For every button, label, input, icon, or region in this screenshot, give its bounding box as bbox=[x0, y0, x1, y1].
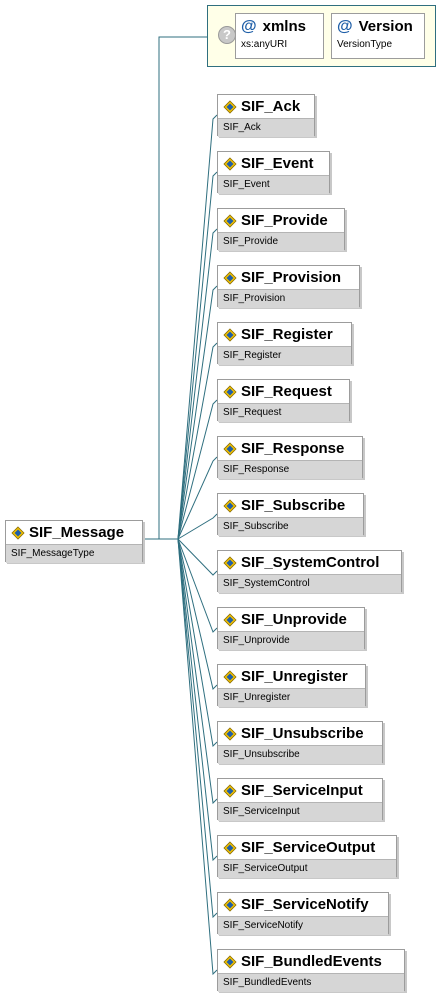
element-type: SIF_Event bbox=[218, 175, 329, 194]
element-name: SIF_Unregister bbox=[241, 668, 348, 685]
element-node[interactable]: SIF_Request SIF_Request bbox=[217, 379, 350, 422]
attribute-type: VersionType bbox=[337, 39, 393, 50]
child-connector bbox=[177, 538, 218, 748]
child-connector bbox=[177, 538, 218, 862]
child-connector bbox=[177, 171, 218, 540]
child-connector bbox=[177, 538, 218, 690]
element-name: SIF_Message bbox=[29, 524, 125, 541]
element-type: SIF_Unprovide bbox=[218, 631, 364, 650]
attribute-name: Version bbox=[358, 18, 413, 35]
element-name: SIF_Unsubscribe bbox=[241, 725, 364, 742]
attribute-connector bbox=[143, 36, 207, 540]
element-name: SIF_Ack bbox=[241, 98, 301, 115]
element-name: SIF_Subscribe bbox=[241, 497, 346, 514]
element-type: SIF_ServiceOutput bbox=[218, 859, 396, 878]
at-sign-icon: @ bbox=[241, 17, 257, 35]
element-icon bbox=[223, 897, 237, 912]
element-node[interactable]: SIF_Unregister SIF_Unregister bbox=[217, 664, 366, 707]
child-connector bbox=[177, 513, 218, 540]
element-icon bbox=[223, 327, 237, 342]
element-icon bbox=[223, 612, 237, 627]
element-node[interactable]: SIF_Subscribe SIF_Subscribe bbox=[217, 493, 364, 536]
element-type: SIF_BundledEvents bbox=[218, 973, 404, 992]
help-icon[interactable]: ? bbox=[218, 26, 236, 44]
child-connector bbox=[177, 285, 218, 540]
element-type: SIF_Ack bbox=[218, 118, 314, 137]
child-connector bbox=[177, 538, 218, 919]
element-icon bbox=[223, 270, 237, 285]
element-node[interactable]: SIF_ServiceNotify SIF_ServiceNotify bbox=[217, 892, 389, 935]
at-sign-icon: @ bbox=[337, 17, 353, 35]
element-type: SIF_ServiceNotify bbox=[218, 916, 388, 935]
element-name: SIF_ServiceNotify bbox=[241, 896, 369, 913]
element-icon bbox=[223, 783, 237, 798]
element-node[interactable]: SIF_Provision SIF_Provision bbox=[217, 265, 360, 308]
element-name: SIF_Unprovide bbox=[241, 611, 347, 628]
element-icon bbox=[223, 954, 237, 969]
element-name: SIF_Event bbox=[241, 155, 314, 172]
element-name: SIF_BundledEvents bbox=[241, 953, 382, 970]
child-connector bbox=[177, 538, 218, 576]
element-name: SIF_ServiceOutput bbox=[241, 839, 376, 856]
element-type: SIF_SystemControl bbox=[218, 574, 401, 593]
element-icon bbox=[223, 156, 237, 171]
element-icon bbox=[223, 441, 237, 456]
element-icon bbox=[223, 99, 237, 114]
attribute-version[interactable]: @ Version VersionType bbox=[331, 13, 425, 59]
element-type: SIF_MessageType bbox=[6, 544, 142, 563]
element-type: SIF_Unregister bbox=[218, 688, 365, 707]
element-node[interactable]: SIF_SystemControl SIF_SystemControl bbox=[217, 550, 402, 593]
attribute-group: ? @ xmlns xs:anyURI @ Version VersionTyp… bbox=[207, 5, 436, 67]
element-name: SIF_Register bbox=[241, 326, 333, 343]
element-node[interactable]: SIF_BundledEvents SIF_BundledEvents bbox=[217, 949, 405, 992]
element-name: SIF_ServiceInput bbox=[241, 782, 363, 799]
element-type: SIF_ServiceInput bbox=[218, 802, 382, 821]
element-icon bbox=[223, 840, 237, 855]
element-icon bbox=[223, 384, 237, 399]
element-icon bbox=[223, 726, 237, 741]
element-node[interactable]: SIF_Provide SIF_Provide bbox=[217, 208, 345, 251]
child-connector bbox=[177, 538, 218, 976]
attribute-name: xmlns bbox=[262, 18, 306, 35]
child-connector bbox=[177, 114, 218, 540]
element-type: SIF_Provision bbox=[218, 289, 359, 308]
element-name: SIF_Provide bbox=[241, 212, 328, 229]
element-name: SIF_Request bbox=[241, 383, 332, 400]
element-node[interactable]: SIF_Response SIF_Response bbox=[217, 436, 363, 479]
attribute-type: xs:anyURI bbox=[241, 39, 288, 50]
child-connector bbox=[177, 456, 218, 540]
child-connector bbox=[177, 538, 218, 805]
element-type: SIF_Request bbox=[218, 403, 349, 422]
element-type: SIF_Unsubscribe bbox=[218, 745, 382, 764]
element-icon bbox=[223, 498, 237, 513]
element-icon bbox=[11, 525, 25, 540]
attribute-xmlns[interactable]: @ xmlns xs:anyURI bbox=[235, 13, 324, 59]
element-node[interactable]: SIF_Register SIF_Register bbox=[217, 322, 352, 365]
element-node[interactable]: SIF_Unsubscribe SIF_Unsubscribe bbox=[217, 721, 383, 764]
element-type: SIF_Response bbox=[218, 460, 362, 479]
element-type: SIF_Subscribe bbox=[218, 517, 363, 536]
element-type: SIF_Provide bbox=[218, 232, 344, 251]
element-icon bbox=[223, 213, 237, 228]
element-node[interactable]: SIF_Event SIF_Event bbox=[217, 151, 330, 194]
element-name: SIF_Response bbox=[241, 440, 345, 457]
element-icon bbox=[223, 555, 237, 570]
child-connector bbox=[177, 538, 218, 633]
element-name: SIF_SystemControl bbox=[241, 554, 380, 571]
element-sif-message[interactable]: SIF_Message SIF_MessageType bbox=[5, 520, 143, 563]
element-node[interactable]: SIF_ServiceInput SIF_ServiceInput bbox=[217, 778, 383, 821]
child-connectors bbox=[177, 114, 218, 976]
child-connector bbox=[177, 342, 218, 540]
element-type: SIF_Register bbox=[218, 346, 351, 365]
element-node[interactable]: SIF_Unprovide SIF_Unprovide bbox=[217, 607, 365, 650]
element-icon bbox=[223, 669, 237, 684]
element-name: SIF_Provision bbox=[241, 269, 342, 286]
child-connector bbox=[177, 228, 218, 540]
element-node[interactable]: SIF_ServiceOutput SIF_ServiceOutput bbox=[217, 835, 397, 878]
element-node[interactable]: SIF_Ack SIF_Ack bbox=[217, 94, 315, 137]
child-connector bbox=[177, 399, 218, 540]
